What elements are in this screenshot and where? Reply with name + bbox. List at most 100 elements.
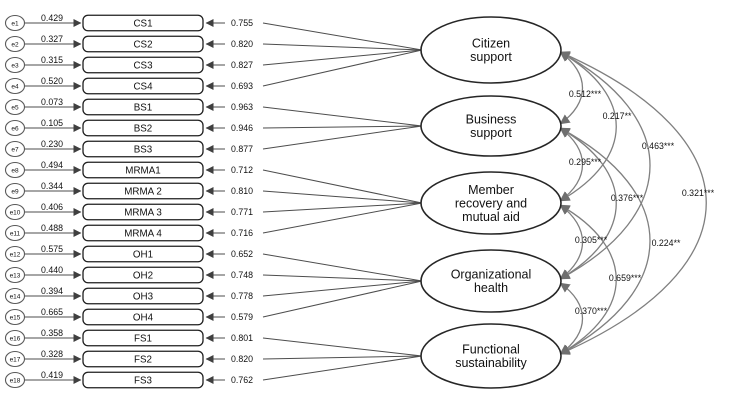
- loading-path-line: [262, 169, 423, 204]
- error-term-circle: [4, 119, 26, 137]
- loading-path-line: [262, 355, 423, 360]
- error-term-circle: [4, 203, 26, 221]
- error-variance-value: 0.073: [41, 97, 63, 107]
- error-variance-value: 0.665: [41, 307, 63, 317]
- loading-path-line: [262, 43, 423, 51]
- correlation-value: 0.370***: [575, 306, 608, 316]
- error-term-circle: [4, 371, 26, 389]
- indicator-name: CS1: [133, 18, 152, 29]
- latent-label-line: recovery and: [455, 196, 527, 210]
- loading-path-line: [262, 274, 423, 282]
- latent-label-line: mutual aid: [462, 210, 520, 224]
- latent-ellipse: [420, 16, 562, 84]
- correlation-path-3-4: [559, 282, 583, 355]
- error-term-circle: [4, 329, 26, 347]
- indicator-box: [82, 245, 204, 263]
- correlation-path-0-3: [559, 51, 651, 280]
- correlation-value: 0.463***: [642, 141, 675, 151]
- loading-value: 0.755: [231, 18, 253, 28]
- indicator-name: BS3: [134, 144, 153, 155]
- indicator-box: [82, 266, 204, 284]
- loading-path-line: [262, 202, 423, 213]
- error-term-label: e11: [10, 230, 21, 237]
- indicator-box: [82, 56, 204, 74]
- error-variance-value: 0.494: [41, 160, 63, 170]
- correlation-value: 0.217**: [603, 111, 632, 121]
- loading-value: 0.771: [231, 207, 253, 217]
- error-variance-value: 0.488: [41, 223, 63, 233]
- loading-path-line: [262, 355, 423, 381]
- loading-value: 0.820: [231, 39, 253, 49]
- error-variance-value: 0.344: [41, 181, 63, 191]
- error-term-label: e2: [11, 41, 19, 48]
- indicator-name: OH3: [133, 291, 154, 302]
- error-term-label: e5: [11, 104, 19, 111]
- loading-value: 0.579: [231, 312, 253, 322]
- correlation-labels: 0.512***0.217**0.463***0.321***0.295***0…: [569, 89, 715, 316]
- error-term-circle: [4, 224, 26, 242]
- error-term-circle: [4, 266, 26, 284]
- indicator-name: MRMA1: [125, 165, 160, 176]
- indicator-box: [82, 140, 204, 158]
- error-term-label: e8: [11, 167, 19, 174]
- error-term-circle: [4, 98, 26, 116]
- indicator-name: FS3: [134, 375, 153, 386]
- latent-label-line: Functional: [462, 343, 520, 357]
- loading-value: 0.820: [231, 354, 253, 364]
- error-term-label: e14: [10, 293, 21, 300]
- loading-path-line: [262, 202, 423, 234]
- indicator-name: OH2: [133, 270, 153, 281]
- error-variance-value: 0.575: [41, 244, 63, 254]
- loading-path-line: [262, 337, 423, 357]
- loading-path-line: [262, 280, 423, 297]
- error-variance-value: 0.327: [41, 34, 63, 44]
- error-term-label: e1: [11, 20, 19, 27]
- error-variance-value: 0.328: [41, 349, 63, 359]
- indicator-box: [82, 224, 204, 242]
- latent-label-line: health: [474, 281, 508, 295]
- error-term-circle: [4, 350, 26, 368]
- error-variance-value: 0.230: [41, 139, 63, 149]
- error-variance-value: 0.358: [41, 328, 63, 338]
- correlation-path-2-4: [559, 204, 617, 355]
- error-term-label: e17: [10, 356, 21, 363]
- correlation-value: 0.659***: [609, 273, 642, 283]
- loading-path-line: [262, 125, 423, 150]
- latent-label-line: Citizen: [472, 37, 510, 51]
- latent-ellipse: [420, 95, 562, 157]
- error-term-label: e6: [11, 125, 19, 132]
- latent-label-line: sustainability: [455, 356, 527, 370]
- error-term-circle: [4, 182, 26, 200]
- error-term-label: e4: [11, 83, 19, 90]
- error-term-label: e13: [10, 272, 21, 279]
- loading-path-line: [262, 49, 423, 87]
- loading-path-line: [262, 280, 423, 318]
- indicator-name: FS2: [134, 354, 152, 365]
- correlation-path-1-4: [559, 127, 651, 355]
- loading-value: 0.778: [231, 291, 253, 301]
- latent-label-line: Organizational: [451, 268, 532, 282]
- loading-value: 0.946: [231, 123, 253, 133]
- indicator-box: [82, 98, 204, 116]
- indicator-box: [82, 350, 204, 368]
- error-term-label: e10: [10, 209, 21, 216]
- latent-ellipse: [420, 171, 562, 235]
- correlation-value: 0.512***: [569, 89, 602, 99]
- indicator-name: CS2: [133, 39, 152, 50]
- error-variance-value: 0.419: [41, 370, 63, 380]
- error-term-circle: [4, 56, 26, 74]
- error-variance-value: 0.406: [41, 202, 63, 212]
